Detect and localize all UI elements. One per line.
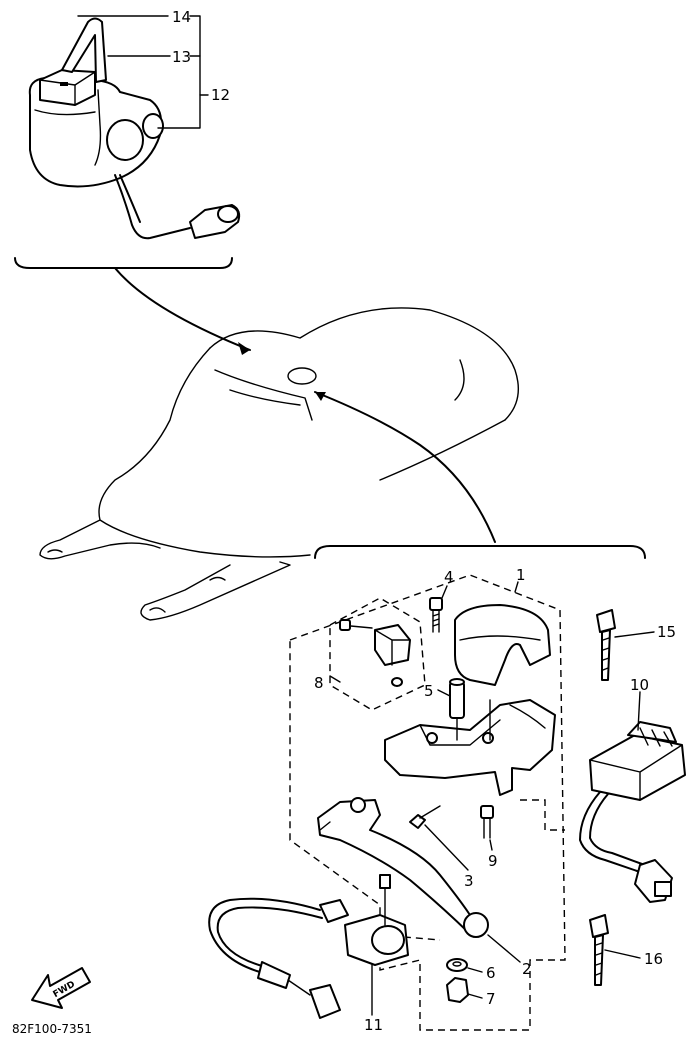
parts [208, 597, 686, 1019]
part-16-cable-tie [589, 914, 609, 986]
callout-9: 9 [488, 852, 498, 870]
part-10-module [579, 721, 686, 903]
part-5-spacer [449, 678, 465, 719]
snowmobile-outline [39, 307, 519, 621]
part-4-bolt [429, 597, 443, 633]
part-15-cable-tie [596, 609, 616, 681]
lever-cover [454, 604, 551, 686]
switch-housing-inset [28, 17, 241, 240]
callout-3: 3 [464, 872, 474, 890]
switch-knob [106, 119, 144, 161]
switch-lever [61, 17, 107, 83]
callout-7: 7 [486, 990, 496, 1008]
fwd-arrow-icon: FWD [31, 967, 91, 1009]
part-7-nut [446, 977, 469, 1003]
part-11-brake-switch [208, 874, 409, 1019]
callout-labels: 14 13 12 1 4 15 10 8 5 9 3 16 2 6 7 11 [172, 8, 676, 1034]
callout-10: 10 [630, 676, 649, 694]
part-9-bolt [480, 805, 494, 839]
switch-button [39, 69, 96, 106]
callout-13: 13 [172, 48, 191, 66]
callout-5: 5 [424, 682, 434, 700]
callout-1: 1 [516, 566, 526, 584]
callout-14: 14 [172, 8, 191, 26]
inset-bracket-bottom [314, 545, 646, 559]
callout-4: 4 [444, 568, 454, 586]
part-8-connector [339, 619, 411, 687]
callout-11: 11 [364, 1016, 383, 1034]
assembly-1-boundary [289, 574, 566, 1031]
callout-12: 12 [211, 86, 230, 104]
callout-15: 15 [657, 623, 676, 641]
part-3-screw [409, 805, 441, 829]
callout-leaders [329, 581, 655, 1016]
callout-6: 6 [486, 964, 496, 982]
callout-2: 2 [522, 960, 532, 978]
part-6-washer [446, 958, 468, 972]
inset-bracket-top [14, 257, 233, 269]
diagram-code: 82F100-7351 [12, 1022, 92, 1036]
callout-8: 8 [314, 674, 324, 692]
callout-leaders-top [77, 15, 209, 129]
callout-16: 16 [644, 950, 663, 968]
lever-bracket [384, 699, 556, 796]
